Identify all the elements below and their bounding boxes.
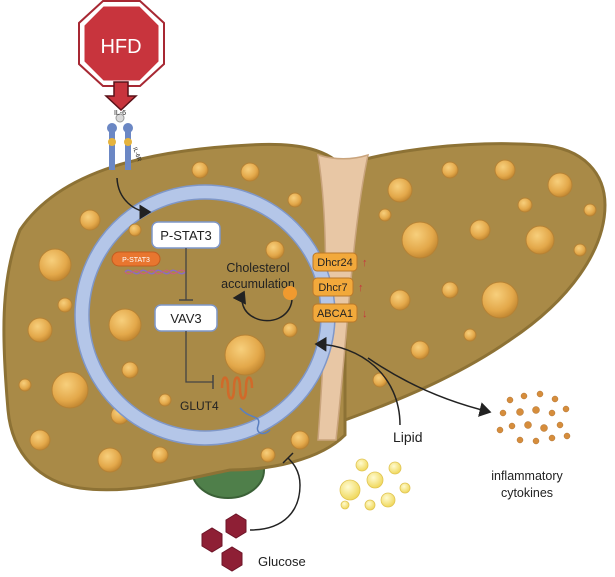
svg-text:Dhcr7: Dhcr7 <box>318 282 347 294</box>
gene-dhcr24: Dhcr24 ↑ <box>312 252 368 272</box>
vav3-inhibits-glut4-line <box>185 331 213 383</box>
dhcr7-up-arrow: ↑ <box>358 282 364 294</box>
hfd-label: HFD <box>100 36 141 58</box>
svg-text:Dhcr24: Dhcr24 <box>317 257 352 269</box>
il6-receptor-icon <box>107 113 133 170</box>
to-cytokines-arrow <box>367 357 492 417</box>
cytokine-particles <box>496 390 571 445</box>
glucose-inhibition-curve <box>249 457 301 531</box>
lipid-droplets <box>339 458 411 511</box>
cholesterol-label-line1: Cholesterol <box>226 261 289 275</box>
glucose-molecules <box>201 513 247 572</box>
hfd-stop-sign <box>81 3 162 84</box>
pstat3-box-label: P-STAT3 <box>160 228 212 243</box>
glut4-label: GLUT4 <box>180 399 219 413</box>
glut4-tail <box>239 407 271 435</box>
vav3-box-label: VAV3 <box>170 311 201 326</box>
abca1-down-arrow: ↓ <box>362 308 368 320</box>
hfd-stop-sign-rim <box>78 0 165 87</box>
cholesterol-droplet <box>283 286 297 300</box>
pstat3-pill-label: P-STAT3 <box>122 257 150 264</box>
lipid-to-cell-arrow <box>314 336 401 426</box>
cholesterol-cycle-arrow <box>232 290 293 322</box>
receptor-to-pstat3-arrow <box>116 177 152 220</box>
il6-label: IL-6 <box>114 110 126 117</box>
glut4-transporter-icon <box>220 376 254 400</box>
glucose-label: Glucose <box>258 554 306 569</box>
cholesterol-label-line2: accumulation <box>221 277 295 291</box>
glucose-inhibition-bar <box>282 452 294 464</box>
cytokines-label-line1: inflammatory <box>491 469 563 483</box>
svg-text:ABCA1: ABCA1 <box>317 308 353 320</box>
liver-right-lobe <box>343 142 607 423</box>
cytokines-label-line2: cytokines <box>501 486 553 500</box>
dhcr24-up-arrow: ↑ <box>362 257 368 269</box>
hfd-down-arrow <box>104 81 138 112</box>
il6r-label: IL-6R <box>131 147 142 163</box>
lipid-label: Lipid <box>393 429 423 445</box>
gene-dhcr7: Dhcr7 ↑ <box>312 277 364 297</box>
gene-abca1: ABCA1 ↓ <box>312 303 368 323</box>
cell-fat-droplets <box>108 223 298 407</box>
dna-icon-strand <box>124 269 186 275</box>
liver-fat-droplets <box>18 159 597 473</box>
pstat3-pill <box>111 251 161 267</box>
